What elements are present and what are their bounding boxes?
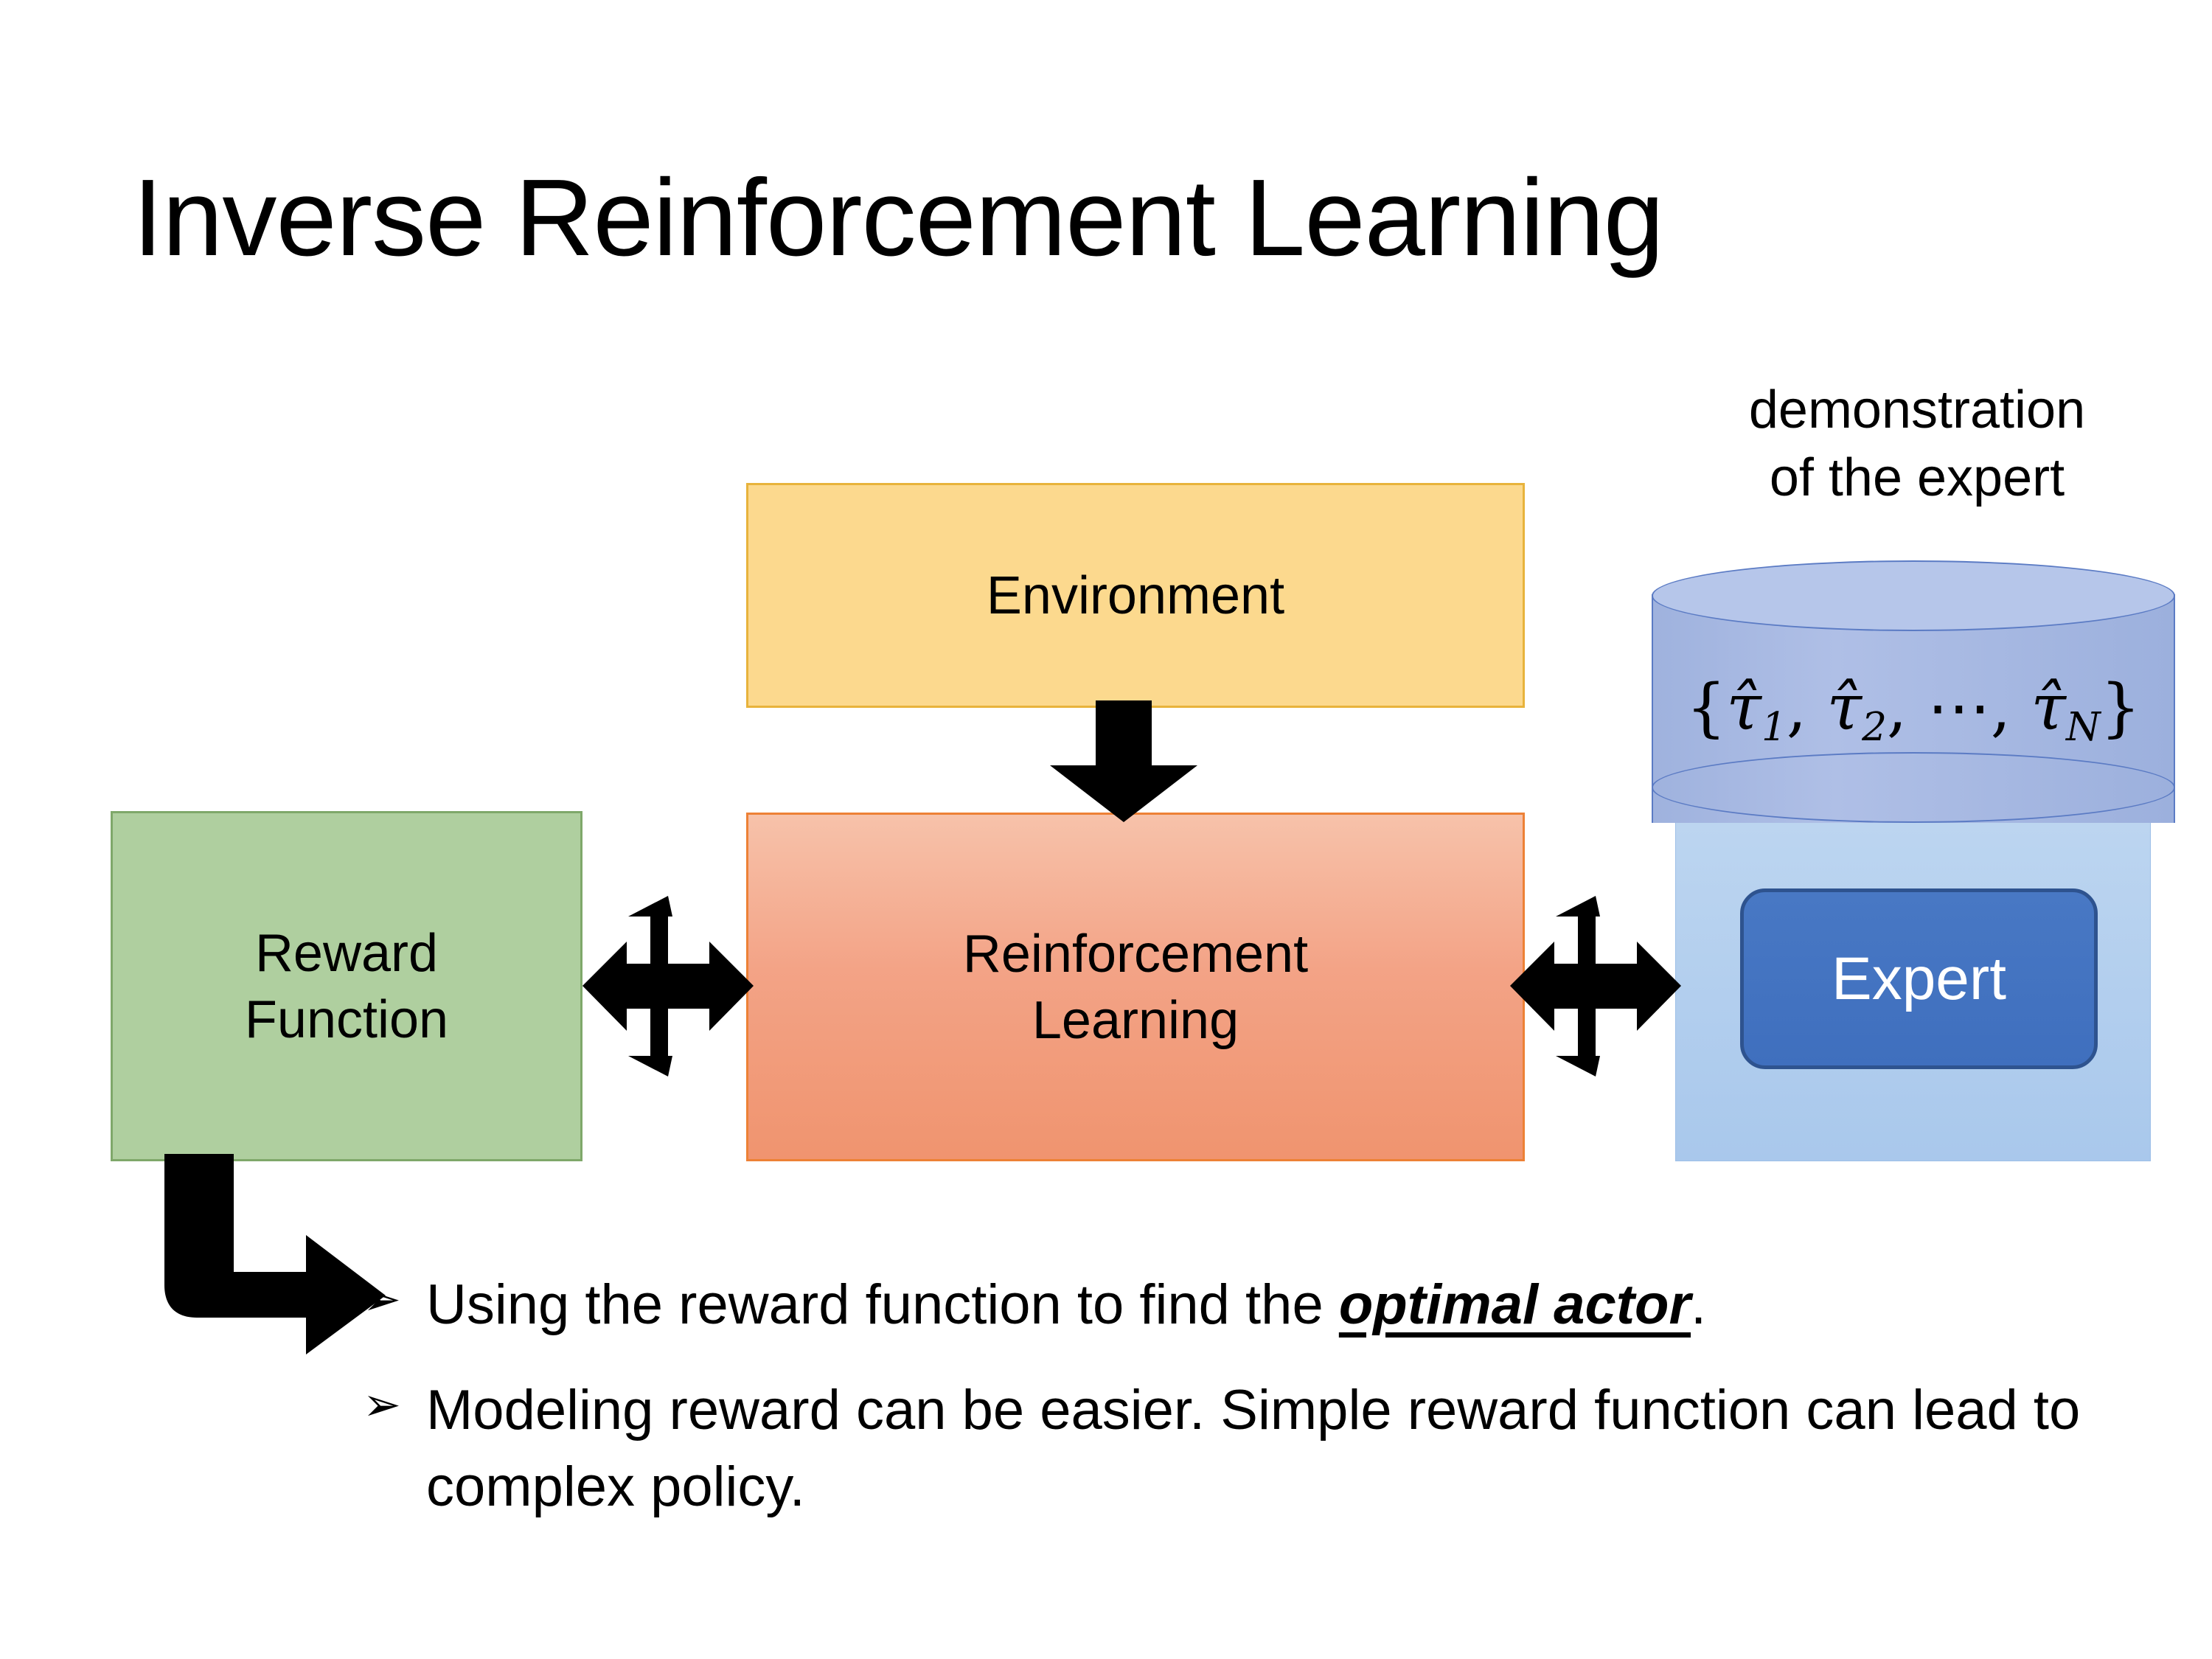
environment-box-label: Environment bbox=[986, 566, 1285, 625]
page-title: Inverse Reinforcement Learning bbox=[133, 157, 1664, 279]
reinforcement-learning-box-label: Reinforcement Learning bbox=[962, 924, 1309, 1050]
demonstration-caption: demonstration of the expert bbox=[1748, 380, 2086, 508]
environment-box[interactable]: Environment bbox=[746, 483, 1525, 708]
bullet-text-tail: . bbox=[1691, 1273, 1707, 1336]
bullet-text-emphasis: optimal actor bbox=[1338, 1273, 1691, 1336]
reinforcement-learning-box[interactable]: Reinforcement Learning bbox=[746, 813, 1525, 1161]
arrow-reward-to-bullets-icon bbox=[164, 1154, 386, 1354]
trajectory-set-formula: {τ̂1, τ̂2, ⋯, τ̂N} bbox=[1686, 671, 2141, 750]
bullet-marker-icon: ➢ bbox=[363, 1377, 401, 1432]
arrow-environment-to-rl-icon bbox=[1050, 700, 1197, 822]
list-item: ➢ Using the reward function to find the … bbox=[363, 1267, 2147, 1343]
arrow-reward-to-rl-icon bbox=[582, 896, 754, 1077]
expert-box[interactable]: Expert bbox=[1740, 888, 2098, 1069]
bullet-marker-icon: ➢ bbox=[363, 1272, 401, 1326]
bullet-text: Modeling reward can be easier. Simple re… bbox=[426, 1379, 2081, 1518]
list-item: ➢ Modeling reward can be easier. Simple … bbox=[363, 1372, 2147, 1525]
bullet-list: ➢ Using the reward function to find the … bbox=[363, 1267, 2147, 1554]
cylinder-top-ellipse bbox=[1652, 560, 2175, 631]
cylinder-bottom-ellipse bbox=[1652, 752, 2175, 823]
demonstration-cylinder-icon: {τ̂1, τ̂2, ⋯, τ̂N} bbox=[1652, 560, 2175, 855]
bullet-text: Using the reward function to find the op… bbox=[426, 1267, 2147, 1343]
reward-function-box-label: Reward Function bbox=[244, 923, 449, 1049]
arrow-rl-to-expert-icon bbox=[1510, 896, 1681, 1077]
bullet-text-lead: Using the reward function to find the bbox=[426, 1273, 1339, 1336]
reward-function-box[interactable]: Reward Function bbox=[111, 811, 582, 1161]
expert-box-label: Expert bbox=[1832, 945, 2006, 1012]
